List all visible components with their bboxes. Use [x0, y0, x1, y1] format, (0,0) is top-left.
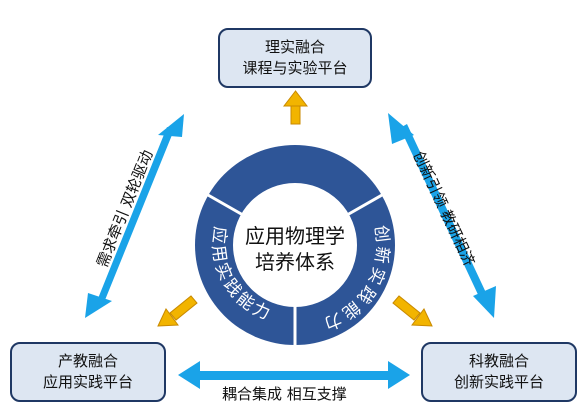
double-arrow-left	[85, 114, 184, 318]
box-right-platform: 科教融合 创新实践平台	[421, 342, 577, 402]
box-right-line2: 创新实践平台	[453, 373, 544, 391]
small-arrow-down-right	[392, 295, 433, 327]
double-arrow-right	[388, 113, 496, 318]
box-top-line2: 课程与实验平台	[242, 59, 348, 77]
box-left-line2: 应用实践平台	[42, 373, 133, 391]
box-right-line1: 科教融合	[468, 352, 529, 370]
box-left-line1: 产教融合	[57, 352, 118, 370]
ring-dividers	[207, 193, 383, 345]
small-arrow-down-left	[157, 295, 198, 327]
center-title-line2: 培养体系	[255, 250, 335, 274]
box-top-line1: 理实融合	[264, 38, 325, 56]
box-top-platform: 理实融合 课程与实验平台	[218, 28, 372, 88]
double-arrow-bottom	[178, 361, 410, 389]
small-arrow-up	[282, 90, 309, 125]
box-left-platform: 产教融合 应用实践平台	[10, 342, 166, 402]
edge-label-bottom: 耦合集成 相互支撑	[222, 385, 347, 403]
center-title-line1: 应用物理学	[245, 224, 345, 248]
